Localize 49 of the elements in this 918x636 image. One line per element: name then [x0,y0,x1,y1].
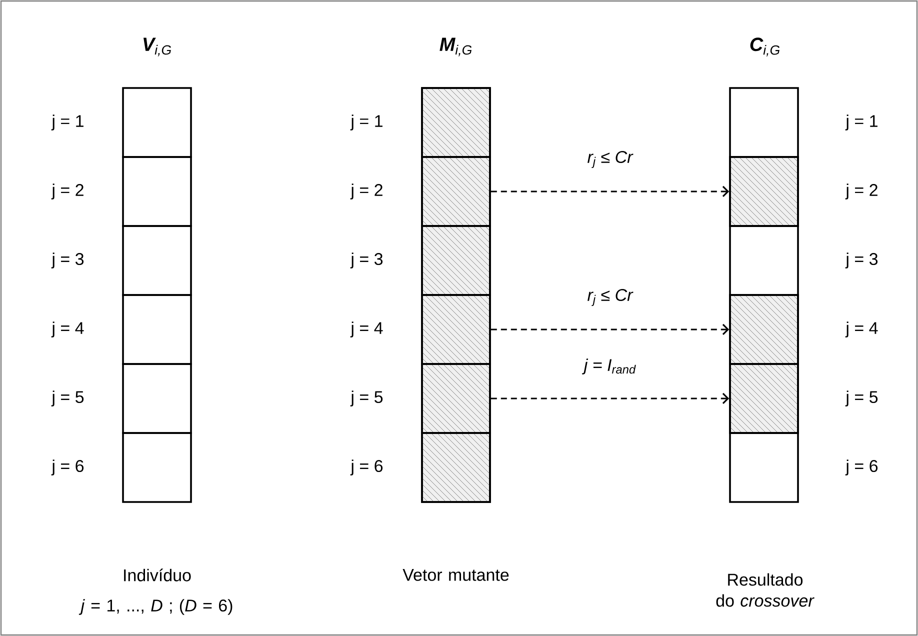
hatched-cell [421,432,491,503]
index-label: j = 1 [51,114,84,130]
cell [122,432,192,503]
index-label: j = 3 [51,252,84,268]
index-label: j = 5 [845,390,878,406]
index-label: j = 4 [845,322,878,338]
hatched-cell [421,87,491,158]
index-label: j = 4 [350,322,383,338]
hatched-cell [729,294,799,365]
index-label: j = 2 [51,184,84,200]
index-label: j = 3 [845,252,878,268]
index-label: j = 6 [51,460,84,476]
cell [122,363,192,434]
index-label: j = 5 [51,390,84,406]
index-label: j = 1 [845,114,878,130]
column-heading: M$_{i,G}$ [440,38,472,56]
cell [122,294,192,365]
caption: j = 1, ..., D ; (D = 6) [78,599,232,615]
hatched-cell [421,225,491,296]
column-heading: V$_{i,G}$ [144,38,172,56]
arrow [490,186,730,198]
cell [122,156,192,227]
index-label: j = 3 [350,252,383,268]
cell [729,225,799,296]
arrow [490,324,730,336]
index-label: j = 2 [845,184,878,200]
cell [122,225,192,296]
index-label: j = 5 [350,390,383,406]
hatched-cell [421,363,491,434]
index-label: j = 4 [51,322,84,338]
index-label: j = 6 [350,460,383,476]
hatched-cell [729,156,799,227]
edge-label: r$_{j}$ ≤ Cr [586,150,634,169]
hatched-cell [421,156,491,227]
index-label: j = 1 [350,114,382,130]
index-label: j = 6 [845,460,878,476]
caption: Vetor mutante [402,569,509,581]
hatched-cell [421,294,491,365]
cell [122,87,192,158]
hatched-cell [729,363,799,434]
index-label: j = 2 [350,184,382,200]
edge-label: r$_{j}$ ≤ Cr [586,288,634,307]
column-heading: C$_{i,G}$ [750,38,780,56]
caption: Indivíduo [124,568,191,582]
caption: Resultado do crossover [716,573,814,607]
edge-label: j = I$_{rand}$ [582,358,638,376]
cell [729,87,799,158]
arrow [490,392,730,404]
cell [729,432,799,503]
